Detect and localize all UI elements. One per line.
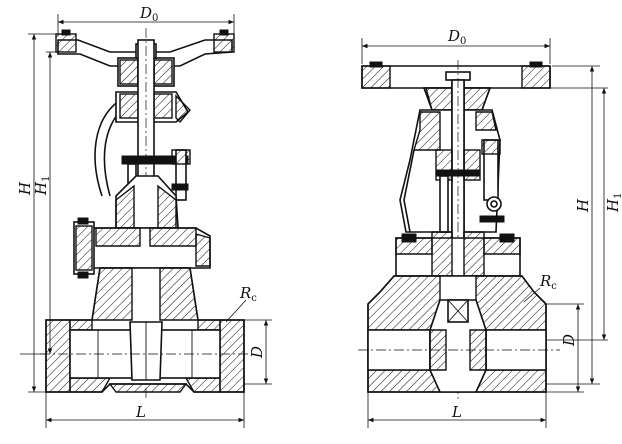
right-label-d: D (560, 334, 578, 347)
right-view: D0 H H1 Rc D L (358, 27, 622, 428)
right-label-rc: Rc (539, 272, 557, 292)
left-body (40, 267, 254, 393)
left-label-l: L (135, 403, 146, 421)
left-dimension-labels: D0 H H1 Rc D L (16, 4, 266, 421)
left-dimensions (20, 14, 272, 428)
left-label-d: D (248, 346, 266, 359)
left-label-h1: H1 (32, 176, 52, 196)
left-label-h: H (16, 181, 34, 196)
right-dimensions (361, 38, 608, 428)
right-dimension-labels: D0 H H1 Rc D L (447, 27, 622, 421)
left-label-d0: D0 (139, 4, 158, 24)
right-label-h1: H1 (604, 193, 622, 213)
left-view: D0 H H1 Rc D L (16, 4, 272, 428)
right-label-h: H (574, 198, 592, 213)
right-label-l: L (451, 403, 462, 421)
right-gland (435, 139, 505, 233)
right-bonnet (395, 231, 521, 277)
left-bonnet (73, 175, 211, 279)
right-body (358, 275, 560, 393)
left-label-rc: Rc (239, 284, 257, 304)
right-label-d0: D0 (447, 27, 466, 47)
